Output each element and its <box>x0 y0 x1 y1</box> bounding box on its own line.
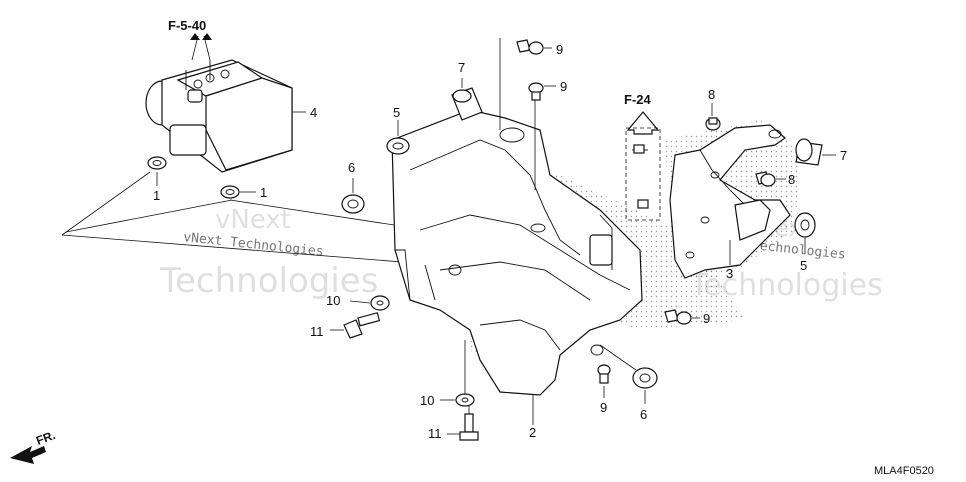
grommet-7b <box>795 138 836 166</box>
callout-9b: 9 <box>560 79 567 94</box>
bolt-11b <box>447 405 479 441</box>
front-direction-arrow: FR. <box>10 428 57 464</box>
callout-2: 2 <box>529 425 536 440</box>
watermark-text-1: Technologies <box>159 261 378 301</box>
washer-10a <box>349 295 390 311</box>
callout-10a: 10 <box>326 293 340 308</box>
bolt-11a <box>330 312 381 339</box>
callout-7a: 7 <box>458 60 465 75</box>
front-label: FR. <box>34 428 57 448</box>
grommet-6b <box>599 344 658 404</box>
callout-8b: 8 <box>788 172 795 187</box>
callout-6a: 6 <box>348 160 355 175</box>
callout-3: 3 <box>726 266 733 281</box>
main-bracket <box>391 38 643 396</box>
callout-9c: 9 <box>600 400 607 415</box>
grommet-6a <box>341 178 365 214</box>
watermark-text-2: vNext <box>215 205 291 235</box>
ref-label-f24: F-24 <box>624 92 652 107</box>
callout-11b: 11 <box>428 426 442 441</box>
washer-10b <box>440 340 475 407</box>
callout-10b: 10 <box>420 393 434 408</box>
grommet-1a <box>147 156 167 170</box>
ref-label-f540: F-5-40 <box>168 18 206 33</box>
drawing-code: MLA4F0520 <box>874 465 934 477</box>
bolt-9b <box>528 82 556 101</box>
ref-abs: F-5-40 <box>168 18 212 61</box>
callout-1b: 1 <box>260 185 267 200</box>
callout-9d: 9 <box>703 311 710 326</box>
callout-5b: 5 <box>800 258 807 273</box>
callout-9a: 9 <box>556 42 563 57</box>
callout-5a: 5 <box>393 105 400 120</box>
bolt-8b <box>755 171 786 187</box>
side-bracket <box>669 124 791 279</box>
callout-4: 4 <box>310 105 317 120</box>
grommet-1b <box>220 185 240 199</box>
grommet-5b <box>794 212 816 254</box>
grommet-7a <box>451 78 483 121</box>
callout-6b: 6 <box>640 407 647 422</box>
callout-7b: 7 <box>840 148 847 163</box>
callout-8a: 8 <box>708 87 715 102</box>
grommet-5a <box>386 120 410 155</box>
callout-1a: 1 <box>153 188 160 203</box>
bolt-9d <box>664 309 700 325</box>
bolt-9c <box>597 364 611 398</box>
bolt-8a <box>705 103 721 131</box>
callout-11a: 11 <box>310 324 324 339</box>
ref-body-panel: F-24 <box>624 92 661 221</box>
abs-modulator <box>145 59 306 173</box>
bolt-9a <box>516 39 552 55</box>
